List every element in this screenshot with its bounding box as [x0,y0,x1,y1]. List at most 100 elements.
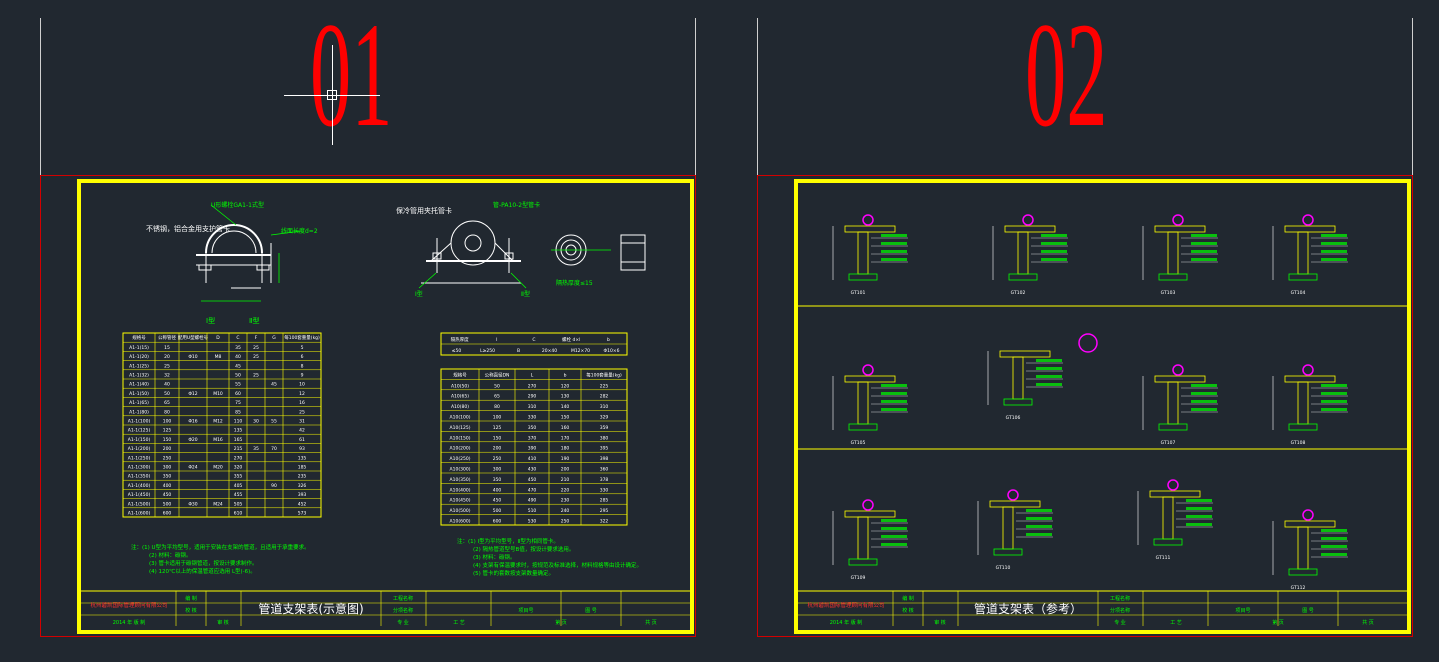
support-detail: GT109 [832,499,908,581]
tb-approve: 审 核 [217,619,229,626]
table-cell: 510 [528,508,537,514]
table-cell: A10(65) [451,394,469,400]
table-cell: 9 [301,373,304,379]
beam [1284,375,1336,383]
table-cell: 300 [163,465,172,471]
table-cell: 6 [301,354,304,360]
sheet-02-border[interactable] [794,179,1411,634]
table-cell: 380 [600,435,609,441]
table-cell: 405 [234,483,243,489]
table-cell: A1-1(250) [128,455,151,461]
table-cell: 378 [600,477,609,483]
table-cell: 120 [561,383,570,389]
table-cell: 30 [253,419,259,425]
table-cell: 270 [234,455,243,461]
beam [844,375,896,383]
table-cell: A1-1(32) [129,373,149,379]
support-detail: GT104 [1272,214,1348,296]
table-cell: 100 [493,415,502,421]
table-cell: 15 [164,345,170,351]
table-cell: 110 [234,419,243,425]
tb-year: 2014 年 版 制 [830,619,863,626]
tb-sub-project: 分项名称 [393,607,413,614]
mini-header-cell: 隔热厚度 [451,336,469,343]
column [857,516,869,560]
table-cell: 330 [528,415,537,421]
table-cell: A10(200) [450,446,471,452]
table-cell: 150 [493,435,502,441]
callout-text-mark [1321,545,1347,548]
base [848,273,878,281]
callout-text-mark [1191,384,1217,387]
table-cell: 8 [301,363,304,369]
callout-text-mark [1191,408,1217,411]
table-header-cell: F [255,335,258,341]
tb-total: 共 页 [1362,619,1374,626]
table-cell: 235 [298,474,307,480]
table-cell: 135 [298,455,307,461]
table-header-cell: 每100套重量(kg) [586,371,622,378]
crosshair-vertical [332,45,333,145]
table-cell: 490 [528,498,537,504]
support-detail: GT102 [992,214,1068,296]
table-cell: 210 [561,477,570,483]
callout-text-mark [1321,258,1347,261]
table-cell: 285 [600,498,609,504]
callout-text-mark [1041,250,1067,253]
table-cell: 200 [493,446,502,452]
tb-stage: 工 艺 [453,620,465,626]
table-cell: 75 [235,400,241,406]
beam [1154,225,1206,233]
callout-text-mark [1036,359,1062,362]
table-cell: 25 [164,363,170,369]
base [1008,273,1038,281]
table-cell: A10(125) [450,425,471,431]
table-cell: 50 [235,373,241,379]
detail-label: GT103 [1161,290,1176,296]
column [1167,231,1179,275]
sheet-02-outer-frame [757,175,1413,637]
tb-check: 校 核 [902,607,914,614]
column [1017,231,1029,275]
column [1162,496,1174,540]
table-header-cell: 配用U型螺栓号 [178,334,209,341]
table-cell: 165 [234,437,243,443]
table-cell: 125 [163,428,172,434]
table-cell: 40 [235,354,241,360]
table-cell: 470 [528,487,537,493]
u-bolt-callout: U形螺栓GA1-1式型 [211,201,264,209]
callout-text-mark [881,250,907,253]
detail-label: GT104 [1291,290,1306,296]
tb-title: 管道支架表（参考） [974,601,1082,616]
callout-text-mark [1191,400,1217,403]
detail-label: GT106 [1006,415,1021,421]
support-detail: GT107 [1142,364,1218,446]
callout-text-mark [881,258,907,261]
table-cell: 505 [234,501,243,507]
callout-text-mark [1186,507,1212,510]
table-header-cell: 每100套重量(kg) [284,334,320,341]
tb-drawing-no: 图 号 [585,608,597,614]
frame-line [1412,18,1413,175]
tb-stage: 工 艺 [1170,620,1182,626]
table-cell: 100 [163,419,172,425]
callout-text-mark [1041,258,1067,261]
base [1158,423,1188,431]
table-cell: 45 [235,363,241,369]
table-cell: 135 [234,428,243,434]
callout-text-mark [1036,367,1062,370]
table-cell: 310 [600,404,609,410]
table-cell: A1-1(25) [129,363,149,369]
table-cell: 450 [163,492,172,498]
detail-label: GT111 [1156,555,1171,561]
pipe [1167,479,1179,491]
beam [1154,375,1206,383]
tb-project-no: 项目号 [518,608,533,614]
sheet-01-border[interactable] [77,179,694,634]
crosshair-pickbox-icon[interactable] [327,90,337,100]
sheet-01-drawing[interactable]: U形螺栓GA1-1式型 不锈钢，铝合金用支护管卡 线面长度d=2 Ⅰ型 Ⅱ型 管… [81,183,690,630]
table-cell: 170 [561,435,570,441]
pipe [1172,214,1184,226]
